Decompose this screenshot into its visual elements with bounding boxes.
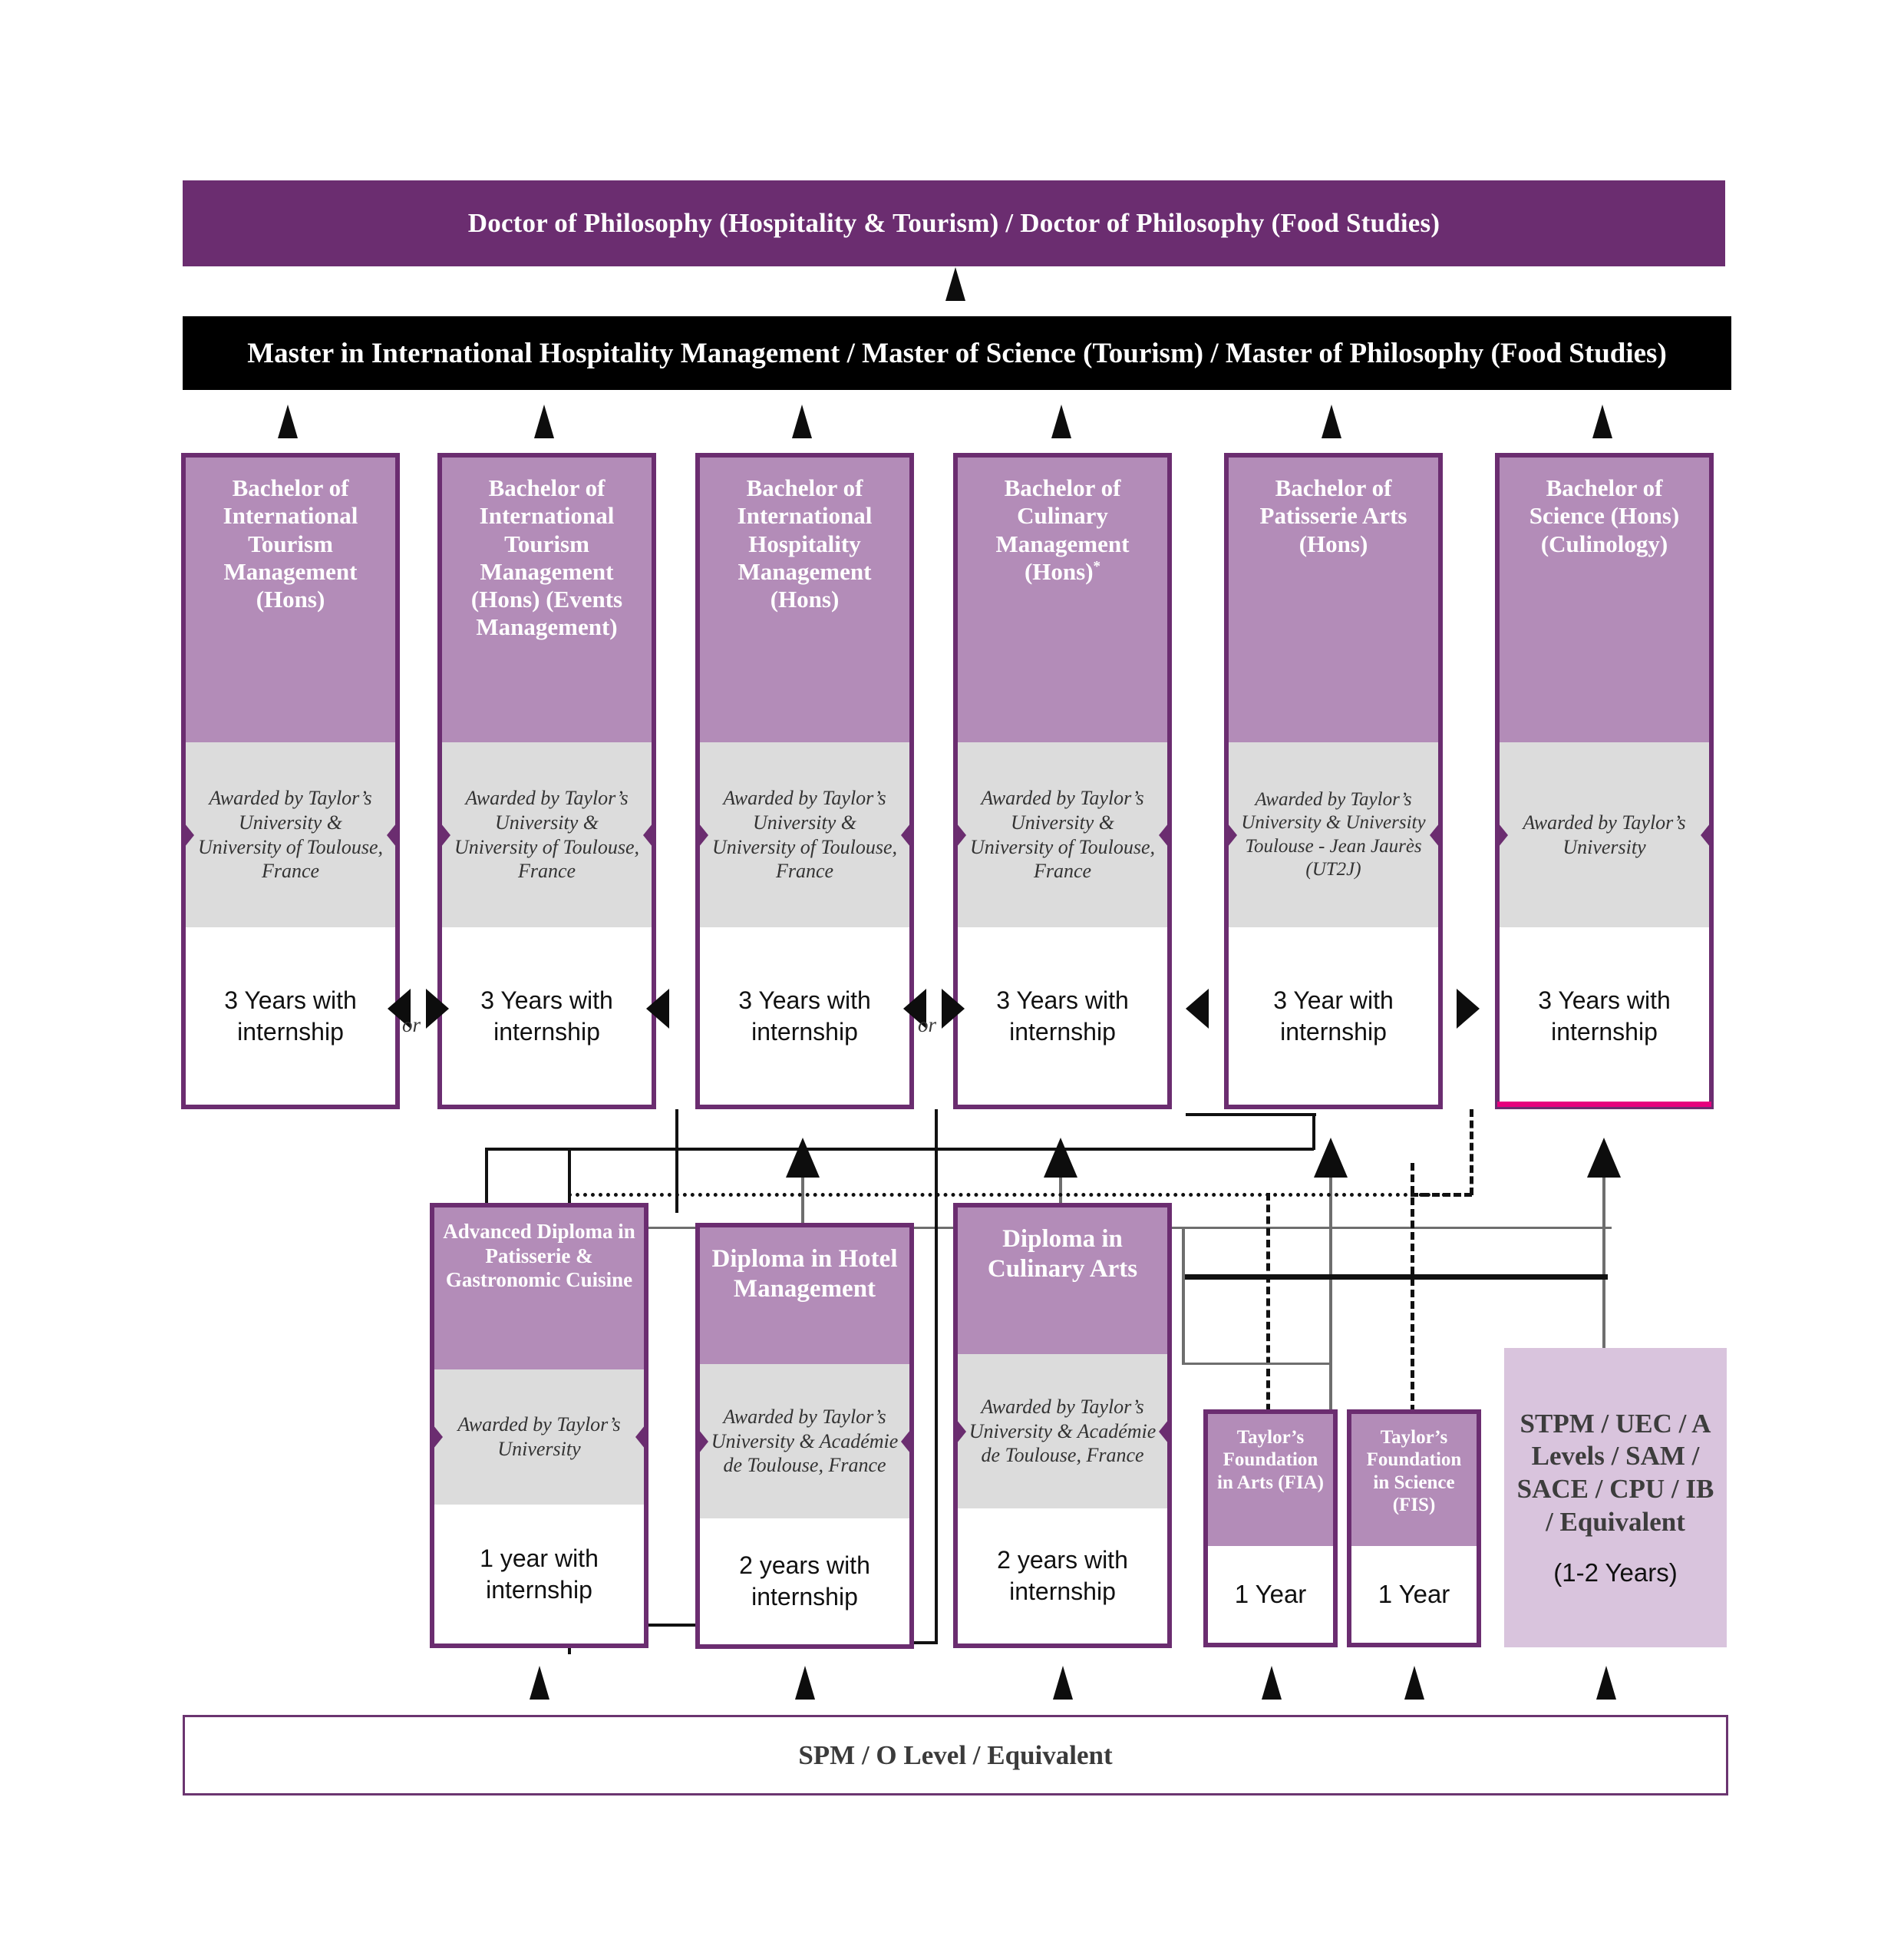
dotted-rail-foundation: [568, 1193, 1447, 1197]
bachelor-card-1-awarded: Awarded by Taylor’s University & Univers…: [186, 742, 395, 927]
rail-h-left-bottom: [568, 1624, 733, 1627]
bachelor-card-6-awarded: Awarded by Taylor’s University: [1500, 742, 1709, 927]
diploma-card-1-title: Advanced Diploma in Patisserie & Gastron…: [434, 1207, 644, 1369]
bachelor-card-4-asterisk: *: [1093, 558, 1101, 575]
bachelor-card-5-duration: 3 Year with internship: [1229, 927, 1438, 1105]
bachelor-card-4-title: Bachelor of Culinary Management (Hons)*: [958, 458, 1167, 742]
bachelor-card-3-duration: 3 Years with internship: [700, 927, 909, 1105]
line-culinary-to-culinology: [1182, 1274, 1608, 1280]
bachelor-card-1[interactable]: Bachelor of International Tourism Manage…: [181, 453, 400, 1109]
bachelor-card-4-awarded: Awarded by Taylor’s University & Univers…: [958, 742, 1167, 927]
arrow-preu-to-culinology: [1587, 1138, 1621, 1178]
foundation-card-fis[interactable]: Taylor’s Foundation in Science (FIS) 1 Y…: [1347, 1409, 1481, 1647]
bachelor-card-3[interactable]: Bachelor of International Hospitality Ma…: [695, 453, 914, 1109]
arrow-or-1-left: [388, 989, 411, 1029]
diploma-card-2[interactable]: Diploma in Hotel Management Awarded by T…: [695, 1223, 914, 1649]
foundation-card-fia[interactable]: Taylor’s Foundation in Arts (FIA) 1 Year: [1203, 1409, 1338, 1647]
grey-v-routing: [1182, 1227, 1185, 1365]
arrow-bachelor-1-to-master: [278, 405, 298, 438]
arrow-bachelor-3-to-master: [792, 405, 812, 438]
dashed-v-fis: [1411, 1163, 1414, 1424]
phd-banner-label: Doctor of Philosophy (Hospitality & Tour…: [467, 208, 1440, 238]
diploma-card-2-awarded: Awarded by Taylor’s University & Académi…: [700, 1364, 909, 1518]
master-banner: Master in International Hospitality Mana…: [183, 316, 1731, 390]
arrow-into-bachelor-6: [1457, 989, 1480, 1029]
dashed-v-fia: [1266, 1193, 1270, 1423]
connector-v-a: [675, 1109, 678, 1213]
dashed-v-fis-up: [1470, 1109, 1473, 1195]
or-label-2: or: [918, 1013, 937, 1036]
arrow-bachelor-2-to-master: [534, 405, 554, 438]
bachelor-card-4-duration: 3 Years with internship: [958, 927, 1167, 1105]
bachelor-card-5-title: Bachelor of Patisserie Arts (Hons): [1229, 458, 1438, 742]
diploma-card-2-title: Diploma in Hotel Management: [700, 1227, 909, 1364]
diploma-card-1-awarded: Awarded by Taylor’s University: [434, 1369, 644, 1505]
foundation-card-fia-duration: 1 Year: [1208, 1546, 1333, 1643]
pre-university-box[interactable]: STPM / UEC / A Levels / SAM / SACE / CPU…: [1504, 1348, 1727, 1647]
pre-university-title: STPM / UEC / A Levels / SAM / SACE / CPU…: [1516, 1408, 1714, 1537]
diploma-card-2-duration: 2 years with internship: [700, 1518, 909, 1644]
bachelor-card-2-title: Bachelor of International Tourism Manage…: [442, 458, 652, 742]
arrow-spm-to-preu: [1596, 1666, 1616, 1700]
bachelor-card-2-duration: 3 Years with internship: [442, 927, 652, 1105]
connector-h-main: [485, 1148, 1314, 1151]
bachelor-card-4[interactable]: Bachelor of Culinary Management (Hons)* …: [953, 453, 1172, 1109]
arrow-diploma-hotel-to-bachelor: [786, 1138, 820, 1178]
foundation-card-fis-title: Taylor’s Foundation in Science (FIS): [1351, 1414, 1477, 1546]
arrow-spm-to-culinary: [1053, 1666, 1073, 1700]
pre-university-duration: (1-2 Years): [1553, 1558, 1678, 1587]
diploma-card-3-awarded: Awarded by Taylor’s University & Académi…: [958, 1354, 1167, 1508]
phd-banner: Doctor of Philosophy (Hospitality & Tour…: [183, 180, 1725, 266]
arrow-into-bachelor-5: [1186, 989, 1209, 1029]
bachelor-card-3-title: Bachelor of International Hospitality Ma…: [700, 458, 909, 742]
culinology-accent-underline: [1497, 1102, 1711, 1107]
arrow-or-2-right: [942, 989, 965, 1029]
bachelor-card-2-awarded: Awarded by Taylor’s University & Univers…: [442, 742, 652, 927]
bachelor-card-6[interactable]: Bachelor of Science (Hons) (Culinology) …: [1495, 453, 1714, 1109]
connector-v-c: [1312, 1115, 1315, 1150]
grey-h-routing: [1182, 1363, 1331, 1365]
arrow-or-1-right: [426, 989, 449, 1029]
bachelor-card-1-duration: 3 Years with internship: [186, 927, 395, 1105]
arrow-diploma-culinary-to-bachelor: [1044, 1138, 1077, 1178]
bachelor-card-1-title: Bachelor of International Tourism Manage…: [186, 458, 395, 742]
master-banner-label: Master in International Hospitality Mana…: [247, 337, 1667, 369]
arrow-spm-to-fis: [1404, 1666, 1424, 1700]
spm-base-bar-label: SPM / O Level / Equivalent: [798, 1739, 1113, 1770]
arrow-master-to-phd: [945, 267, 965, 301]
arrow-bachelor-5-to-master: [1322, 405, 1341, 438]
foundation-card-fis-duration: 1 Year: [1351, 1546, 1477, 1643]
bachelor-card-6-title: Bachelor of Science (Hons) (Culinology): [1500, 458, 1709, 742]
rail-v-mid: [935, 1148, 938, 1643]
diploma-card-1[interactable]: Advanced Diploma in Patisserie & Gastron…: [430, 1203, 648, 1648]
diploma-card-3-title: Diploma in Culinary Arts: [958, 1207, 1167, 1354]
bachelor-card-3-awarded: Awarded by Taylor’s University & Univers…: [700, 742, 909, 927]
arrow-or-2-left: [903, 989, 926, 1029]
arrow-into-bachelor-3: [646, 989, 669, 1029]
bachelor-card-2[interactable]: Bachelor of International Tourism Manage…: [437, 453, 656, 1109]
bachelor-card-6-duration: 3 Years with internship: [1500, 927, 1709, 1105]
spm-base-bar: SPM / O Level / Equivalent: [183, 1715, 1728, 1795]
bachelor-card-5-awarded: Awarded by Taylor’s University & Univers…: [1229, 742, 1438, 927]
or-label-1: or: [402, 1013, 421, 1036]
connector-h-c: [1186, 1113, 1316, 1116]
foundation-card-fia-title: Taylor’s Foundation in Arts (FIA): [1208, 1414, 1333, 1546]
arrow-spm-to-hotel: [795, 1666, 815, 1700]
dashed-h-fis: [1411, 1193, 1472, 1197]
arrow-spm-to-fia: [1262, 1666, 1282, 1700]
arrow-bachelor-6-to-master: [1592, 405, 1612, 438]
shaft-advdip: [1329, 1178, 1332, 1485]
bachelor-card-4-title-text: Bachelor of Culinary Management (Hons): [995, 474, 1130, 585]
diploma-card-3[interactable]: Diploma in Culinary Arts Awarded by Tayl…: [953, 1203, 1172, 1648]
arrow-advdip-to-patisserie: [1314, 1138, 1348, 1178]
rail-h-mid: [913, 1641, 938, 1644]
bachelor-card-5[interactable]: Bachelor of Patisserie Arts (Hons) Award…: [1224, 453, 1443, 1109]
arrow-bachelor-4-to-master: [1051, 405, 1071, 438]
diploma-card-1-duration: 1 year with internship: [434, 1505, 644, 1644]
diploma-card-3-duration: 2 years with internship: [958, 1508, 1167, 1644]
arrow-spm-to-advdip: [530, 1666, 549, 1700]
